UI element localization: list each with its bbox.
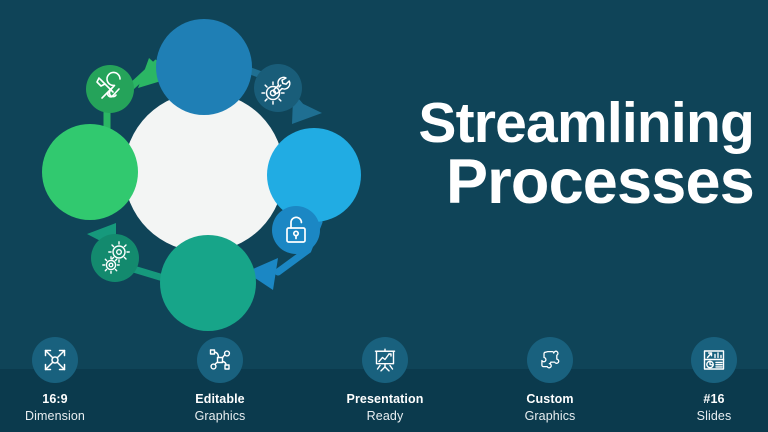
- center-blob: [124, 92, 284, 252]
- connector-node-top-left[interactable]: [86, 65, 134, 113]
- footer-icon-circle: [362, 337, 408, 383]
- stage-circle-bottom[interactable]: [160, 235, 256, 331]
- footer-item-label-secondary: Graphics: [524, 409, 576, 423]
- footer-icon-circle: [691, 337, 737, 383]
- title-line-1: Streamlining: [418, 91, 754, 155]
- footer-icon-circle: [527, 337, 573, 383]
- unlock-icon: [286, 216, 306, 243]
- footer-item-label-primary: Editable: [195, 392, 245, 406]
- slide-title: Streamlining Processes: [398, 91, 755, 217]
- footer-item-presentation-ready[interactable]: Presentation Ready: [310, 330, 460, 423]
- footer-item-label-secondary: Slides: [696, 409, 732, 423]
- footer-item-dimension[interactable]: 16:9 Dimension: [0, 330, 130, 423]
- slide-layout-icon: [703, 350, 725, 370]
- footer-item-slides[interactable]: #16 Slides: [639, 330, 768, 423]
- footer-item-label-primary: #16: [703, 392, 725, 406]
- footer-item-label-secondary: Ready: [366, 409, 404, 423]
- expand-arrows-icon: [44, 349, 66, 371]
- gear-wrench-icon: [261, 76, 291, 105]
- node-path-icon: [209, 349, 231, 370]
- footer-item-custom-graphics[interactable]: Custom Graphics: [475, 330, 625, 423]
- puzzle-piece-icon: [541, 350, 560, 369]
- footer-item-label-secondary: Graphics: [194, 409, 246, 423]
- connector-node-top-right[interactable]: [254, 64, 302, 112]
- connector-node-bottom-left[interactable]: [91, 234, 139, 282]
- tools-icon: [96, 71, 121, 99]
- gears-icon: [102, 241, 130, 274]
- stage-circle-right[interactable]: [267, 128, 361, 222]
- title-line-2: Processes: [445, 146, 755, 217]
- presentation-icon: [374, 348, 396, 372]
- footer-item-label-primary: Presentation: [346, 392, 424, 406]
- stage-circle-top[interactable]: [156, 19, 252, 115]
- cycle-diagram: [30, 0, 380, 345]
- stage-circle-left[interactable]: [42, 124, 138, 220]
- footer-item-label-secondary: Dimension: [25, 409, 85, 423]
- footer-feature-list: 16:9 Dimension: [0, 330, 768, 432]
- footer-item-editable-graphics[interactable]: Editable Graphics: [145, 330, 295, 423]
- footer-icon-circle: [197, 337, 243, 383]
- footer-icon-circle: [32, 337, 78, 383]
- footer-item-label-primary: 16:9: [42, 392, 68, 406]
- footer-item-label-primary: Custom: [526, 392, 574, 406]
- connector-node-bottom-right[interactable]: [272, 206, 320, 254]
